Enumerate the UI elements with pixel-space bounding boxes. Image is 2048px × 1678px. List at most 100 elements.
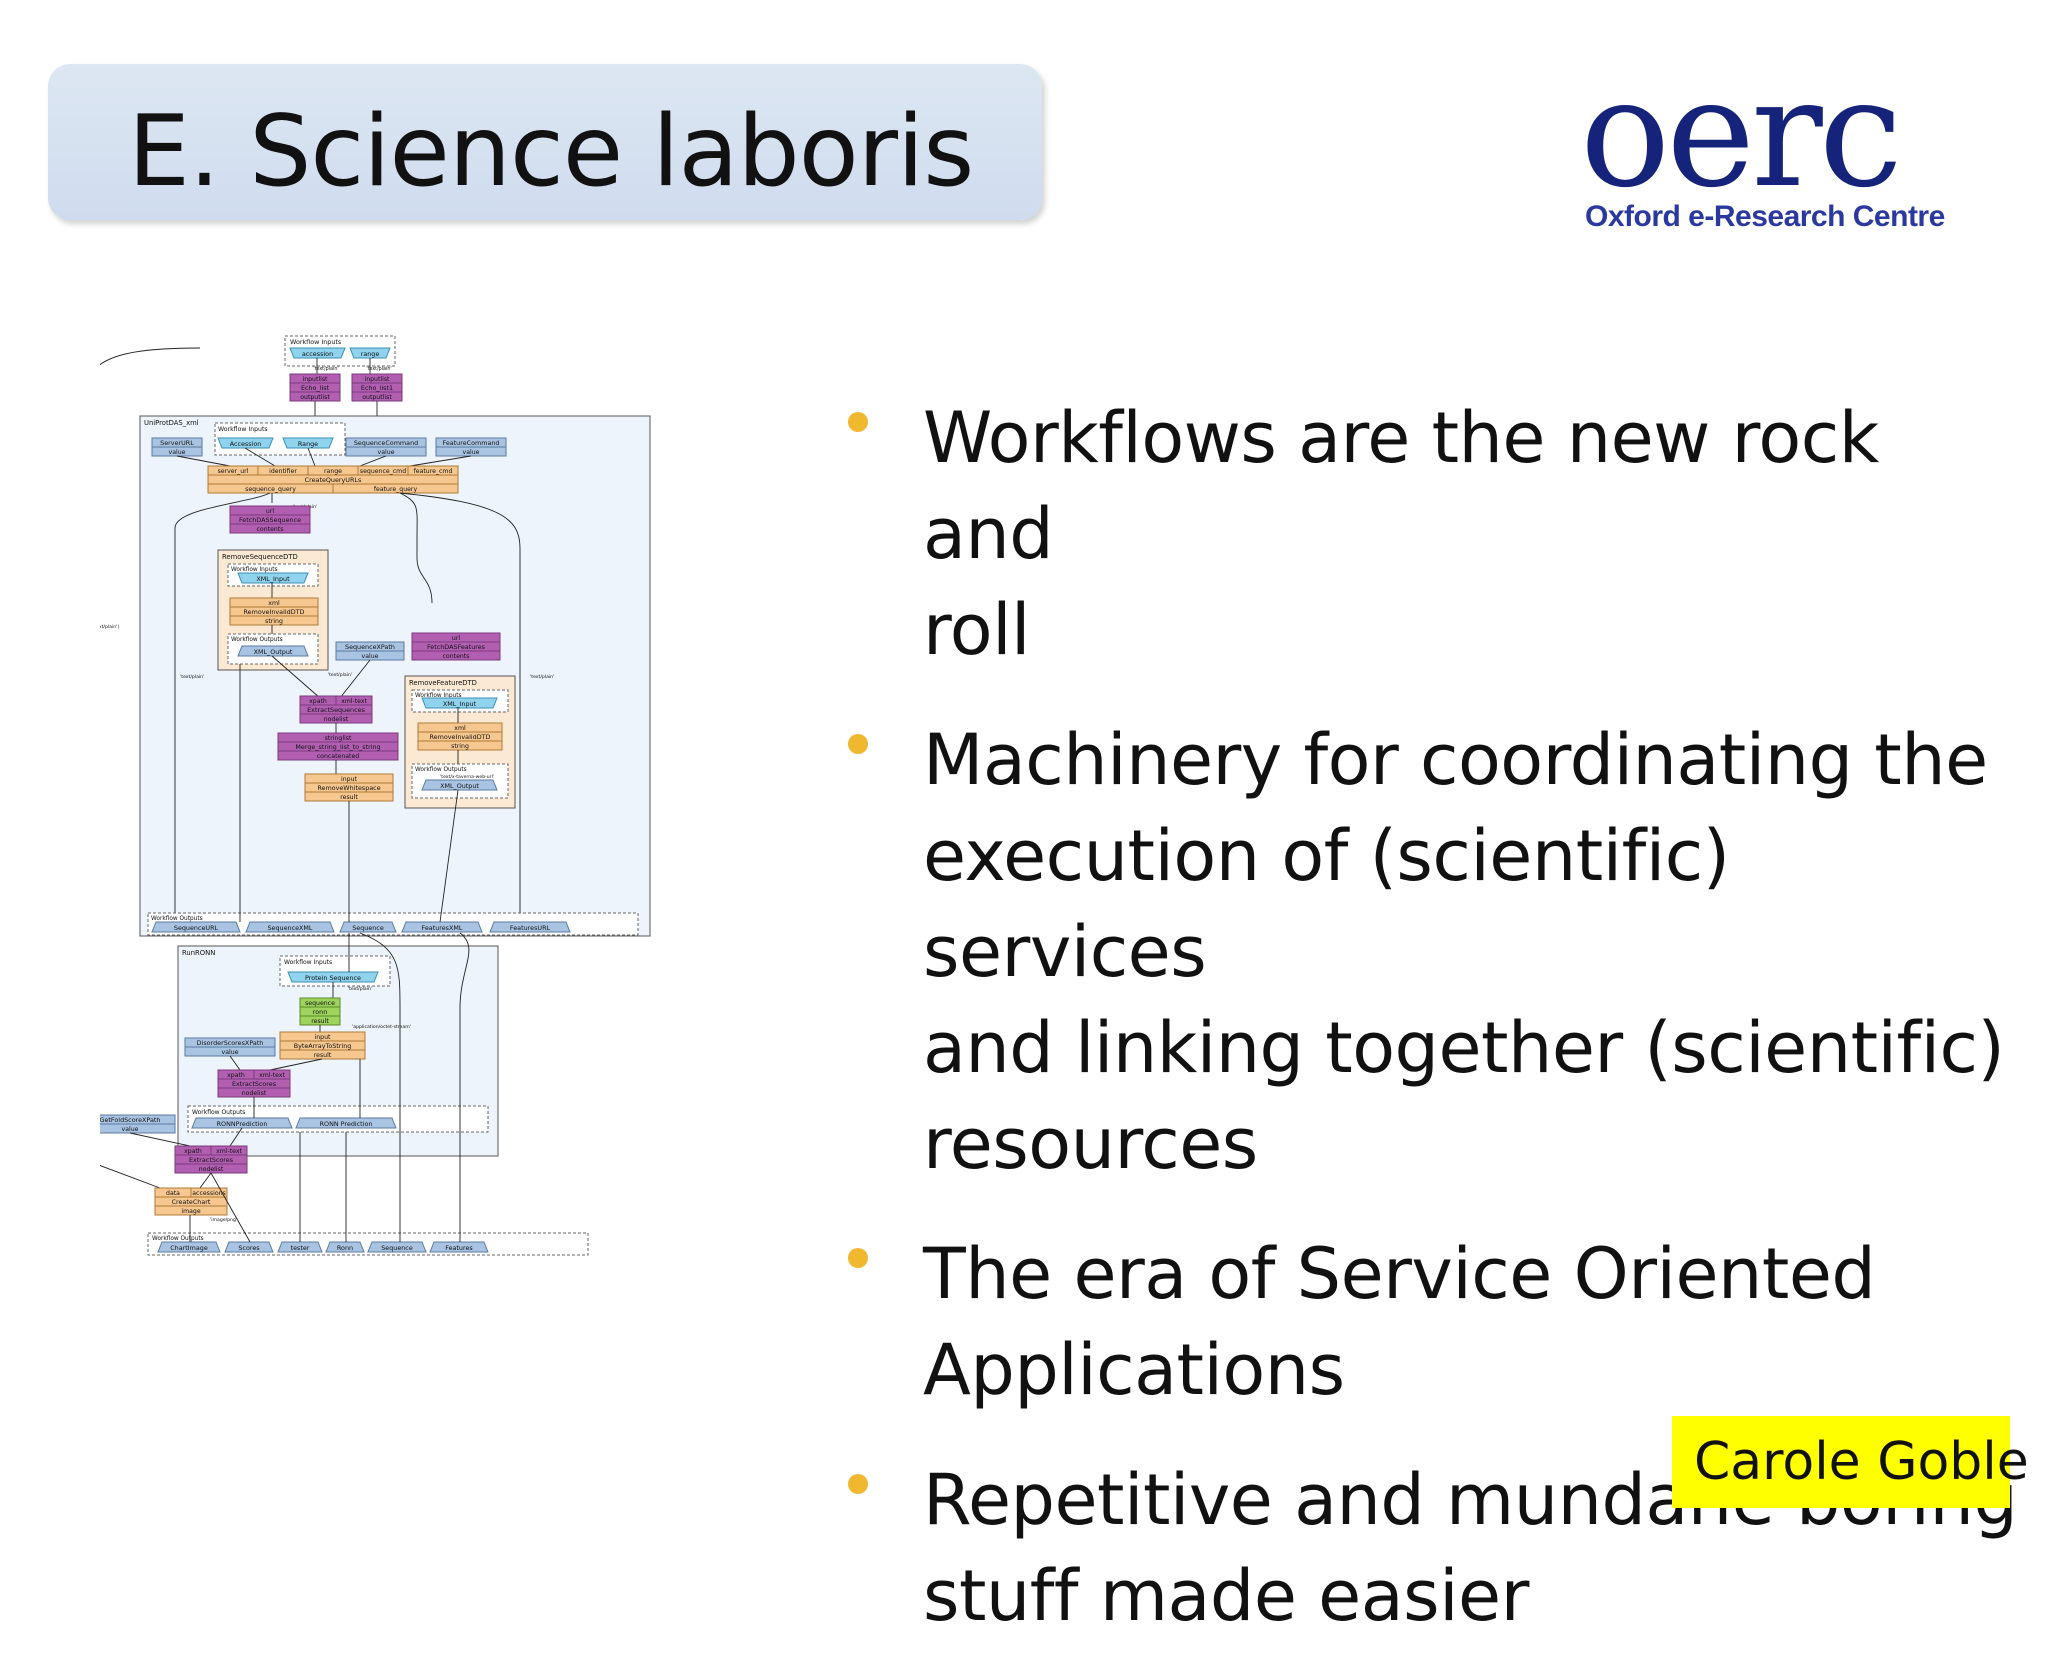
- bullet-line: Machinery for coordinating the: [923, 719, 1988, 801]
- mime-label: l('text/plain'): [100, 624, 119, 630]
- workflow-inputs-label: Workflow Inputs: [231, 567, 278, 573]
- input-range: [349, 347, 391, 359]
- processor-name: CreateChart: [172, 1198, 211, 1206]
- bullet-line: resources: [923, 1103, 1258, 1185]
- edge-sequence-url: [174, 492, 271, 926]
- processor-port: [210, 1145, 248, 1156]
- port-label: outputlist: [362, 394, 392, 401]
- final-output-node: [367, 1241, 427, 1253]
- port-label: stringlist: [325, 735, 352, 742]
- port-label: contents: [443, 653, 470, 660]
- processor-port: [411, 650, 501, 661]
- io-label: Range: [298, 440, 318, 448]
- port-label: data: [166, 1190, 180, 1197]
- edge: [244, 447, 276, 467]
- port-label: inputlist: [364, 376, 390, 383]
- io-label: Accession: [230, 440, 262, 448]
- processor-port: [229, 615, 319, 626]
- bullet-dot-icon: [848, 412, 868, 432]
- workflow-outputs-label: Workflow Outputs: [192, 1109, 245, 1116]
- final-output-node: [325, 1241, 365, 1253]
- edge: [100, 1165, 161, 1189]
- group-label: RemoveFeatureDTD: [409, 679, 477, 687]
- processor-name: Echo_list: [301, 384, 330, 392]
- port-label: server_url: [218, 468, 249, 475]
- io-label: accession: [302, 350, 333, 358]
- io-label: tester: [291, 1244, 310, 1252]
- mime-label: 'image/png': [210, 1217, 237, 1223]
- processor-name: Merge_string_list_to_string: [295, 743, 380, 751]
- io-label: SequenceXML: [268, 924, 313, 932]
- processor-port: [289, 373, 341, 384]
- edge: [229, 1055, 241, 1071]
- workflow-inputs-label: Workflow Inputs: [284, 959, 332, 966]
- io-label: XML_Input: [256, 575, 290, 583]
- edge-feature-query: [399, 492, 433, 604]
- io-label: SequenceURL: [174, 924, 219, 932]
- logo-subtitle: Oxford e-Research Centre: [1585, 200, 1945, 233]
- processor-port: [253, 1069, 291, 1080]
- port-label: url: [266, 508, 274, 515]
- uniprot-das-group: [139, 415, 651, 937]
- processor-port: [417, 740, 503, 751]
- port-label: nodelist: [324, 716, 349, 723]
- workflow-outputs-label: Workflow Outputs: [151, 916, 203, 922]
- io-label: Sequence: [381, 1244, 413, 1252]
- io-label: Sequence: [352, 924, 384, 932]
- edge-features-final: [459, 932, 470, 1242]
- uniprot-output-node: [245, 921, 335, 933]
- port-label: xml-text: [216, 1148, 242, 1155]
- final-output-node: [429, 1241, 489, 1253]
- xml-output-seq: [237, 645, 309, 657]
- port-label: value: [378, 449, 395, 456]
- port-label: inputlist: [302, 376, 328, 383]
- processor-port: [411, 632, 501, 643]
- group-label: RemoveSequenceDTD: [222, 553, 298, 561]
- edge: [339, 659, 371, 699]
- mime-label: 'text/plain': [348, 986, 372, 992]
- final-output-node: [157, 1241, 221, 1253]
- workflow-inputs-label: Workflow Inputs: [290, 338, 342, 346]
- edge-sequence-final: [359, 932, 401, 1242]
- io-label: Ronn: [337, 1244, 353, 1252]
- processor-port: [277, 732, 399, 743]
- processor-port: [229, 505, 311, 516]
- port-label: xml: [268, 600, 280, 607]
- slide-title: E. Science laboris: [128, 95, 974, 209]
- edge: [199, 1172, 212, 1189]
- io-label: XML_Input: [443, 700, 477, 708]
- input-accession: [289, 347, 346, 359]
- author-name: Carole Goble: [1694, 1432, 2029, 1492]
- constant-name: GetFoldScoreXPath: [100, 1116, 160, 1124]
- port-label: xpath: [184, 1148, 202, 1155]
- uniprot-output-node: [489, 921, 571, 933]
- final-output-node: [224, 1241, 274, 1253]
- processor-name: RemoveWhitespace: [317, 784, 380, 792]
- io-label: Scores: [238, 1244, 260, 1252]
- edge: [359, 455, 387, 467]
- port-label: string: [265, 618, 283, 625]
- mime-label: 'application/octet-stream': [352, 1024, 411, 1030]
- mime-label: 'text/plain': [180, 674, 204, 680]
- io-label: ChartImage: [170, 1244, 208, 1252]
- processor-port: [407, 465, 459, 476]
- processor-port: [277, 750, 399, 761]
- constant-name: SequenceCommand: [354, 439, 418, 447]
- final-output-node: [277, 1241, 323, 1253]
- bullet-line: stuff made easier: [923, 1555, 1529, 1637]
- port-label: contents: [257, 526, 284, 533]
- bullet-dot-icon: [848, 1474, 868, 1494]
- processor-port: [351, 373, 403, 384]
- port-label: value: [169, 449, 186, 456]
- processor-name: ExtractScores: [232, 1080, 277, 1088]
- input-range-inner: [282, 437, 334, 449]
- processor-name: CreateQueryURLs: [305, 476, 362, 484]
- port-label: feature_cmd: [414, 468, 453, 475]
- io-label: Features: [445, 1244, 473, 1252]
- port-label: string: [451, 743, 469, 750]
- edge: [269, 1058, 323, 1071]
- port-label: input: [315, 1034, 331, 1041]
- processor-name: ByteArrayToString: [294, 1042, 352, 1050]
- port-label: result: [340, 794, 358, 801]
